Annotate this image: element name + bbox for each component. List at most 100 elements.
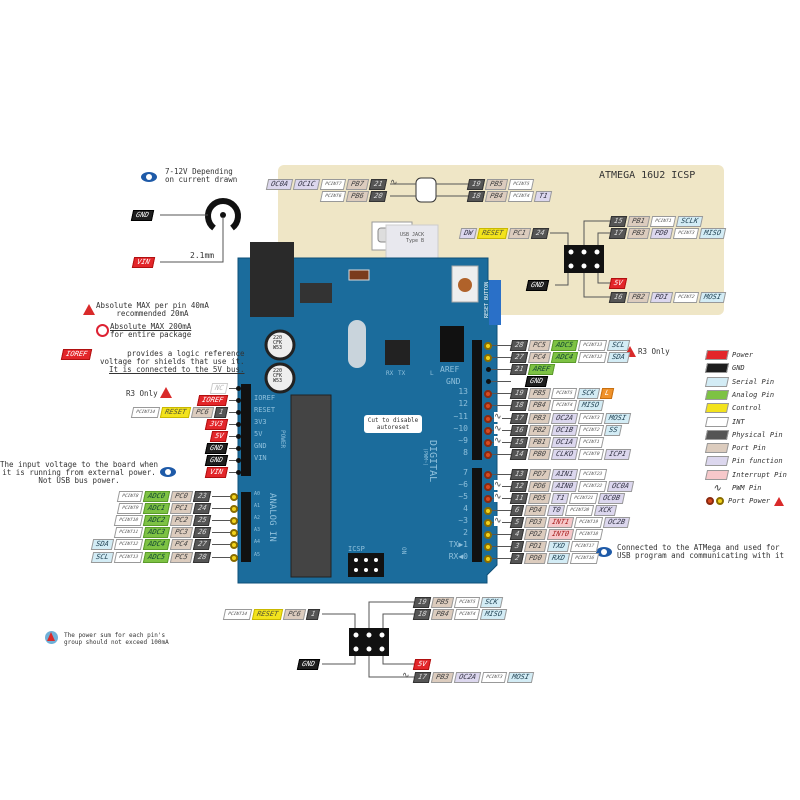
- vin-note: The input voltage to the board when it i…: [0, 461, 158, 485]
- pin-label-int: PCINT23: [577, 469, 608, 480]
- pin-label-phys: 15: [608, 216, 628, 227]
- note-line: Absolute MAX per pin 40mA: [96, 301, 209, 310]
- pin-label-analog: ADC2: [142, 515, 171, 526]
- pin-label-irq: INT1: [546, 517, 575, 528]
- port-power-dot: [230, 540, 238, 549]
- usb-note: Connected to the ATMega and used for USB…: [617, 544, 784, 560]
- pin-label-serial: SCK: [576, 388, 600, 399]
- power-jack-note: 7-12V Depending on current drawn: [165, 168, 237, 184]
- pin-label-power: 5V: [209, 431, 229, 442]
- pin-label-port: PB4: [484, 191, 508, 202]
- pin-label-gnd: GND: [204, 455, 228, 466]
- pwm-label: (PWM~): [422, 448, 428, 467]
- digital-pin-number: 8: [463, 448, 468, 457]
- pin-label-power: IOREF: [196, 395, 229, 406]
- crystal: [348, 320, 366, 368]
- eye-icon: [160, 467, 176, 477]
- pin-label-func: PDI: [649, 292, 673, 303]
- pin-label-int: PCINT17: [569, 541, 600, 552]
- pin-label-port: PC0: [169, 491, 193, 502]
- pin-wire: [229, 460, 238, 461]
- port-power-dot: [484, 438, 492, 447]
- port-power-dot: [230, 504, 238, 513]
- pin-label-serial: MISO: [576, 400, 605, 411]
- pin-wire: [212, 544, 234, 545]
- note-line: It is connected to the 5V bus.: [109, 365, 245, 374]
- capacitor: [264, 329, 296, 361]
- pin-label-port: PB3: [626, 228, 650, 239]
- pin-label-port: PB7: [345, 179, 369, 190]
- ioref-tag: IOREF: [60, 349, 93, 360]
- pwm-icon: ∿: [402, 671, 410, 681]
- warning-icon: [47, 632, 55, 641]
- pin-label-func: OC0B: [597, 493, 626, 504]
- pin-wire: [488, 558, 511, 559]
- pin-label-int: PCINT13: [113, 552, 144, 563]
- pin-label-int: PCINT5: [550, 388, 578, 399]
- pin-label-serial: SDA: [90, 539, 114, 550]
- port-power-dot: [235, 458, 241, 463]
- pin-label-phys: 16: [608, 292, 628, 303]
- pin-label-int: PCINT0: [577, 449, 605, 460]
- pin-label-control: RESET: [476, 228, 509, 239]
- pin-label-serial: MISO: [479, 609, 508, 620]
- pin-label-func: OC2B: [602, 517, 631, 528]
- pin-wire: [229, 448, 238, 449]
- pin-label-int: PCINT21: [568, 493, 599, 504]
- pin-label-serial: MOSI: [603, 413, 632, 424]
- power-jack-symbol: [205, 198, 241, 231]
- port-power-dot: [484, 506, 492, 515]
- reset-button-label[interactable]: RESET BUTTON: [484, 281, 490, 318]
- u2-top-jumper: [415, 177, 437, 203]
- pwm-icon: ∿: [494, 516, 502, 526]
- pin-wire: [212, 532, 234, 533]
- digital-label: DIGITAL: [427, 440, 438, 483]
- pin-label-func: DW: [458, 228, 478, 239]
- pin-label-func: XCK: [593, 505, 617, 516]
- power-pin-name: RESET: [254, 406, 276, 414]
- power-pin-name: 5V: [254, 430, 263, 438]
- pin-label-phys: 18: [466, 191, 486, 202]
- pin-wire: [488, 534, 511, 535]
- power-header: [241, 384, 251, 476]
- on-led-label: ON: [400, 547, 407, 555]
- digital-pin-number: 2: [463, 528, 468, 537]
- port-power-dot: [484, 389, 492, 398]
- port-power-dot: [235, 410, 241, 415]
- port-power-dot: [484, 341, 492, 350]
- port-power-icon: [706, 497, 724, 506]
- port-power-dot: [484, 401, 492, 410]
- port-power-dot: [484, 353, 492, 362]
- pin-label-port: PD3: [523, 517, 547, 528]
- pin-label-phys: 23: [192, 491, 212, 502]
- power-jack-gnd: GND: [130, 210, 154, 221]
- pin-label-int: PCINT7: [319, 179, 347, 190]
- pin-label-int: PCINT5: [507, 179, 535, 190]
- pin-label-power: 3V3: [204, 419, 228, 430]
- digital-pin-number: ~3: [458, 516, 468, 525]
- digital-header-top: [472, 340, 482, 460]
- cap-text: W53: [273, 345, 283, 351]
- note-line: voltage for shields that use it.: [100, 357, 245, 366]
- pin-label-int: PCINT1: [577, 437, 605, 448]
- usb-jack-label: USB JACK Type B: [400, 232, 424, 244]
- pwm-icon: ∿: [712, 482, 722, 494]
- reset-button-tag: [489, 280, 501, 325]
- autoreset-callout: Cut to disable autoreset: [364, 415, 422, 433]
- pin-label-serial: SDA: [606, 352, 630, 363]
- note-line: The power sum for each pin's: [64, 632, 166, 639]
- pin-label-phys: 24: [530, 228, 550, 239]
- port-power-dot: [485, 379, 491, 384]
- pin-wire: [229, 388, 238, 389]
- pin-label-port: PC4: [527, 352, 551, 363]
- pin-label-phys: 27: [509, 352, 529, 363]
- pin-label-phys: 16: [509, 425, 529, 436]
- pin-label-port: PB1: [626, 216, 650, 227]
- pin-label-port: PB5: [484, 179, 508, 190]
- legend-label: PWM Pin: [732, 484, 762, 492]
- port-power-dot: [484, 470, 492, 479]
- legend-label: Port Power: [728, 497, 771, 506]
- pin-label-int: PCINT3: [480, 672, 508, 683]
- legend-swatch-int: [704, 416, 730, 427]
- pin-wire: [488, 474, 511, 475]
